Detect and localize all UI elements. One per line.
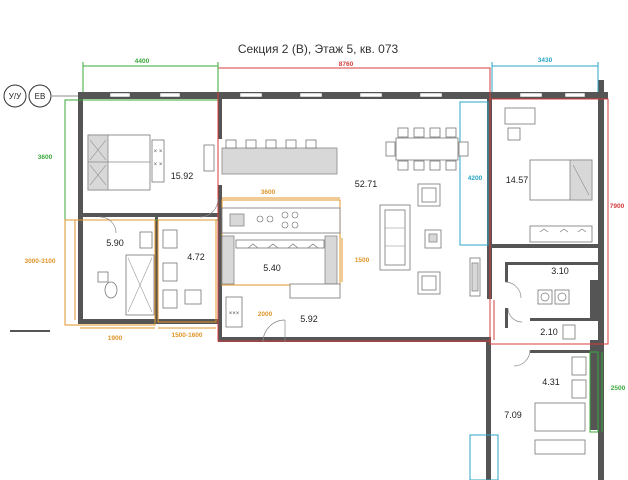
bedroom2-wardrobe	[529, 225, 593, 243]
dim-8760: 8760	[339, 61, 354, 68]
bed-1: × × × ×	[87, 134, 165, 191]
room-wc1-area: 4.72	[187, 252, 205, 262]
coffee-table	[424, 229, 442, 249]
plan-title: Секция 2 (В), Этаж 5, кв. 073	[238, 42, 399, 56]
room-utility-area: 3.10	[551, 266, 569, 276]
wc1-orange-box	[157, 219, 217, 323]
ev-marker: ЕВ	[28, 84, 52, 108]
dim-4200: 4200	[468, 175, 483, 182]
utility-fixtures	[537, 289, 576, 340]
svg-text:× ×: × ×	[154, 149, 163, 155]
dim-1500: 1500	[355, 257, 370, 264]
dimension-outlines	[64, 62, 609, 480]
room-living-area: 52.71	[355, 179, 378, 189]
room-corridor-area: 7.09	[504, 410, 522, 420]
radiator-bedroom1	[203, 144, 215, 172]
bath2-fixtures	[534, 356, 587, 455]
living-red-box	[217, 67, 491, 342]
ev-label: ЕВ	[35, 92, 46, 101]
door-swings	[99, 198, 531, 367]
tv-stand	[469, 257, 481, 297]
room-hall-area: 5.92	[300, 314, 318, 324]
bedroom2-red-box	[489, 98, 609, 345]
room-wc2-area: 2.10	[540, 327, 558, 337]
bed-2	[529, 159, 593, 201]
dim-3600-left: 3600	[38, 154, 53, 161]
bath1-orange-box	[64, 219, 156, 326]
dim-2500: 2500	[611, 385, 626, 392]
room-bedroom2-area: 14.57	[506, 175, 529, 185]
hall-door	[262, 319, 286, 343]
uu-marker: У/У	[3, 84, 27, 108]
kitchen-island	[221, 139, 338, 175]
dim-3600-dressing: 3600	[261, 189, 276, 196]
armchair-top	[417, 183, 441, 207]
dim-4400: 4400	[135, 58, 150, 65]
dimension-labels: 4400 8760 3430 3600 3600 4200 7900 3000-…	[24, 57, 625, 392]
room-labels: 15.92 52.71 14.57 5.90 4.72 5.40 5.92 3.…	[106, 171, 569, 420]
bath1-fixtures	[97, 231, 155, 316]
dim-7900: 7900	[610, 203, 625, 210]
uu-label: У/У	[9, 92, 22, 101]
walls	[10, 80, 608, 480]
wc1-fixtures	[162, 229, 202, 309]
dim-2000: 2000	[258, 311, 273, 318]
dim-1500-1600: 1500-1600	[171, 332, 202, 339]
dim-3000-3100: 3000-3100	[24, 258, 55, 265]
armchair-bottom	[417, 271, 441, 295]
room-bath1-area: 5.90	[106, 238, 124, 248]
bedroom2-cyan-box	[459, 101, 489, 246]
hall-furniture: ×××	[225, 283, 341, 328]
desk	[504, 107, 536, 141]
dim-1900: 1900	[108, 335, 123, 342]
dining-table	[385, 127, 469, 171]
corridor-cyan-box	[469, 434, 499, 480]
room-dressing-area: 5.40	[263, 263, 281, 273]
bath2-green-box	[589, 351, 599, 433]
sofa	[379, 204, 411, 271]
kitchen-counter	[221, 207, 341, 234]
svg-text:×××: ×××	[229, 311, 240, 317]
svg-text:× ×: × ×	[154, 162, 163, 168]
dressing-wardrobes	[221, 235, 338, 285]
dim-3430: 3430	[538, 57, 553, 64]
room-bedroom1-area: 15.92	[171, 171, 194, 181]
room-bath2-area: 4.31	[542, 377, 560, 387]
